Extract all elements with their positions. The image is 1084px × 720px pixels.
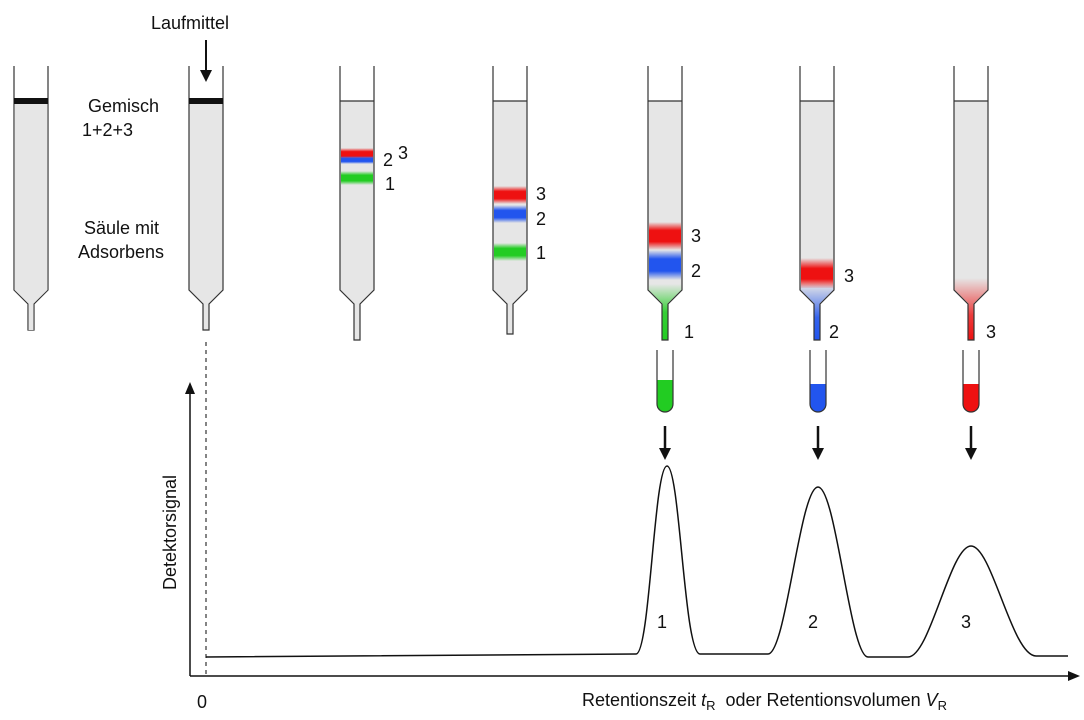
- band-3: [801, 258, 833, 288]
- laufmittel-label: Laufmittel: [151, 13, 230, 33]
- gemisch-components-label: 1+2+3: [82, 120, 134, 140]
- collection-tube-2: [809, 350, 827, 413]
- band-2: [341, 156, 373, 164]
- column-5: [647, 66, 683, 341]
- laufmittel-arrow: [200, 40, 212, 82]
- band-label: 1: [536, 243, 547, 263]
- x-origin-label: 0: [197, 692, 208, 712]
- band-1: [341, 171, 373, 185]
- band-label: 3: [986, 322, 997, 342]
- collection-tube-3: [962, 350, 980, 413]
- band-3: [649, 222, 681, 250]
- saeule-label: Säule mit: [84, 218, 160, 238]
- band-2: [649, 250, 681, 280]
- band-1-eluting: [648, 284, 682, 340]
- column-1: [13, 66, 49, 331]
- band-label: 3: [691, 226, 702, 246]
- column-body: [799, 66, 835, 341]
- detector-arrow-3: [965, 426, 977, 460]
- band-label: 2: [536, 209, 547, 229]
- detector-arrow-1: [659, 426, 671, 460]
- band-3-eluting: [954, 278, 988, 340]
- column-6: [799, 66, 835, 341]
- band-label: 2: [829, 322, 840, 342]
- band-label: 1: [385, 174, 396, 194]
- band-2-eluting: [800, 284, 834, 340]
- band-label: 3: [844, 266, 855, 286]
- band-2: [494, 205, 526, 223]
- peak-label-2: 2: [808, 612, 819, 632]
- column-4: [492, 66, 528, 335]
- peak-label-3: 3: [961, 612, 972, 632]
- band-3: [494, 186, 526, 204]
- band-label: 3: [536, 184, 547, 204]
- column-body: [953, 66, 989, 341]
- detector-arrow-2: [812, 426, 824, 460]
- x-axis-label: Retentionszeit tR oder Retentionsvolumen…: [582, 690, 948, 713]
- column-body: [188, 66, 224, 331]
- collection-tube-1: [656, 350, 674, 413]
- column-body: [492, 66, 528, 335]
- y-axis-label: Detektorsignal: [160, 474, 180, 590]
- peak-label-1: 1: [657, 612, 668, 632]
- chart-axes: [185, 342, 1080, 681]
- column-2: [188, 66, 224, 331]
- band-label: 3: [398, 143, 409, 163]
- column-body: [647, 66, 683, 341]
- band-label: 2: [691, 261, 702, 281]
- adsorbens-label: Adsorbens: [78, 242, 165, 262]
- column-7: [953, 66, 989, 341]
- gemisch-label: Gemisch: [88, 96, 160, 116]
- column-body: [339, 66, 375, 341]
- column-3: [339, 66, 375, 341]
- band-label: 1: [684, 322, 695, 342]
- chromatogram-trace: [205, 465, 1068, 658]
- band-label: 2: [383, 150, 394, 170]
- band-1: [494, 243, 526, 261]
